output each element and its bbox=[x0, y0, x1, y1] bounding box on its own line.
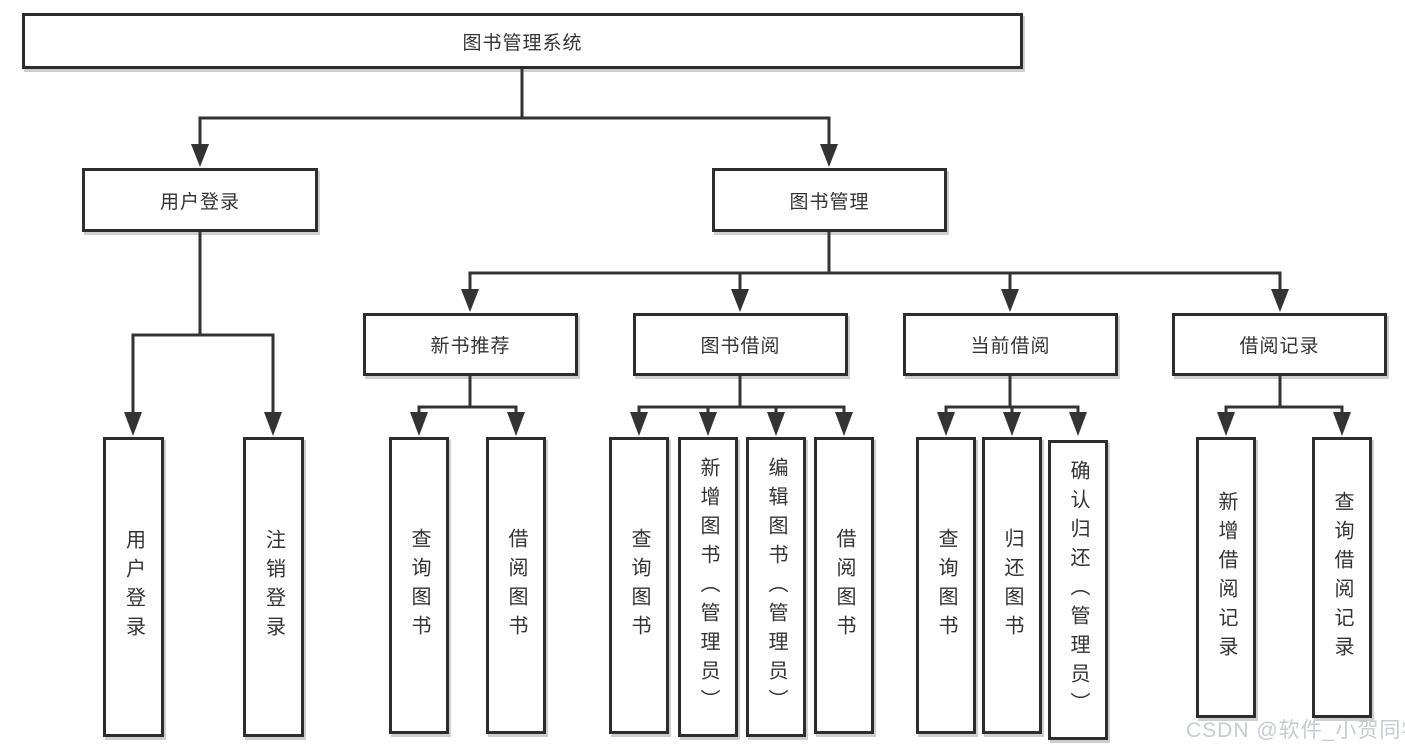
leaf-borrow-query-books-label: 查询图书 bbox=[628, 527, 650, 644]
node-current-borrow-label: 当前借阅 bbox=[970, 336, 1051, 357]
node-new-book-recommend: 新书推荐 bbox=[363, 313, 578, 376]
leaf-logout-label: 注销登录 bbox=[262, 529, 285, 645]
node-book-management-label: 图书管理 bbox=[789, 191, 870, 213]
leaf-confirm-return-admin: 确认归还（管理员） bbox=[1048, 440, 1108, 740]
leaf-query-borrow-record: 查询借阅记录 bbox=[1312, 437, 1372, 718]
node-book-borrow: 图书借阅 bbox=[633, 313, 848, 376]
leaf-edit-books-admin-label: 编辑图书（管理员） bbox=[765, 456, 787, 718]
leaf-newbook-query-books: 查询图书 bbox=[389, 437, 449, 734]
leaf-borrow-books-label: 借阅图书 bbox=[833, 527, 855, 644]
node-new-book-recommend-label: 新书推荐 bbox=[430, 336, 511, 357]
leaf-newbook-borrow-books-label: 借阅图书 bbox=[505, 527, 527, 644]
node-user-login-branch: 用户登录 bbox=[82, 168, 318, 232]
node-borrow-records-label: 借阅记录 bbox=[1239, 336, 1320, 357]
node-book-management: 图书管理 bbox=[712, 168, 947, 232]
node-root: 图书管理系统 bbox=[22, 13, 1023, 69]
leaf-current-query-books: 查询图书 bbox=[916, 437, 976, 734]
node-root-label: 图书管理系统 bbox=[462, 32, 583, 54]
node-user-login-branch-label: 用户登录 bbox=[159, 191, 240, 213]
leaf-add-books-admin: 新增图书（管理员） bbox=[678, 437, 738, 737]
leaf-user-login-label: 用户登录 bbox=[122, 529, 145, 645]
leaf-add-borrow-record: 新增借阅记录 bbox=[1196, 437, 1256, 718]
leaf-borrow-query-books: 查询图书 bbox=[609, 437, 669, 734]
node-book-borrow-label: 图书借阅 bbox=[700, 336, 781, 357]
leaf-add-books-admin-label: 新增图书（管理员） bbox=[697, 456, 719, 718]
leaf-edit-books-admin: 编辑图书（管理员） bbox=[746, 437, 806, 737]
leaf-logout: 注销登录 bbox=[243, 437, 304, 737]
leaf-current-query-books-label: 查询图书 bbox=[935, 527, 957, 644]
leaf-return-books: 归还图书 bbox=[982, 437, 1042, 734]
leaf-return-books-label: 归还图书 bbox=[1001, 527, 1023, 644]
node-current-borrow: 当前借阅 bbox=[903, 313, 1118, 376]
leaf-query-borrow-record-label: 查询借阅记录 bbox=[1331, 490, 1353, 665]
leaf-user-login: 用户登录 bbox=[103, 437, 164, 737]
leaf-newbook-query-books-label: 查询图书 bbox=[408, 527, 430, 644]
leaf-newbook-borrow-books: 借阅图书 bbox=[486, 437, 546, 734]
csdn-watermark: CSDN @软件_小贺同学 bbox=[1186, 719, 1405, 742]
leaf-add-borrow-record-label: 新增借阅记录 bbox=[1215, 490, 1237, 665]
node-borrow-records: 借阅记录 bbox=[1172, 313, 1387, 376]
leaf-borrow-books: 借阅图书 bbox=[814, 437, 874, 734]
leaf-confirm-return-admin-label: 确认归还（管理员） bbox=[1067, 459, 1089, 721]
